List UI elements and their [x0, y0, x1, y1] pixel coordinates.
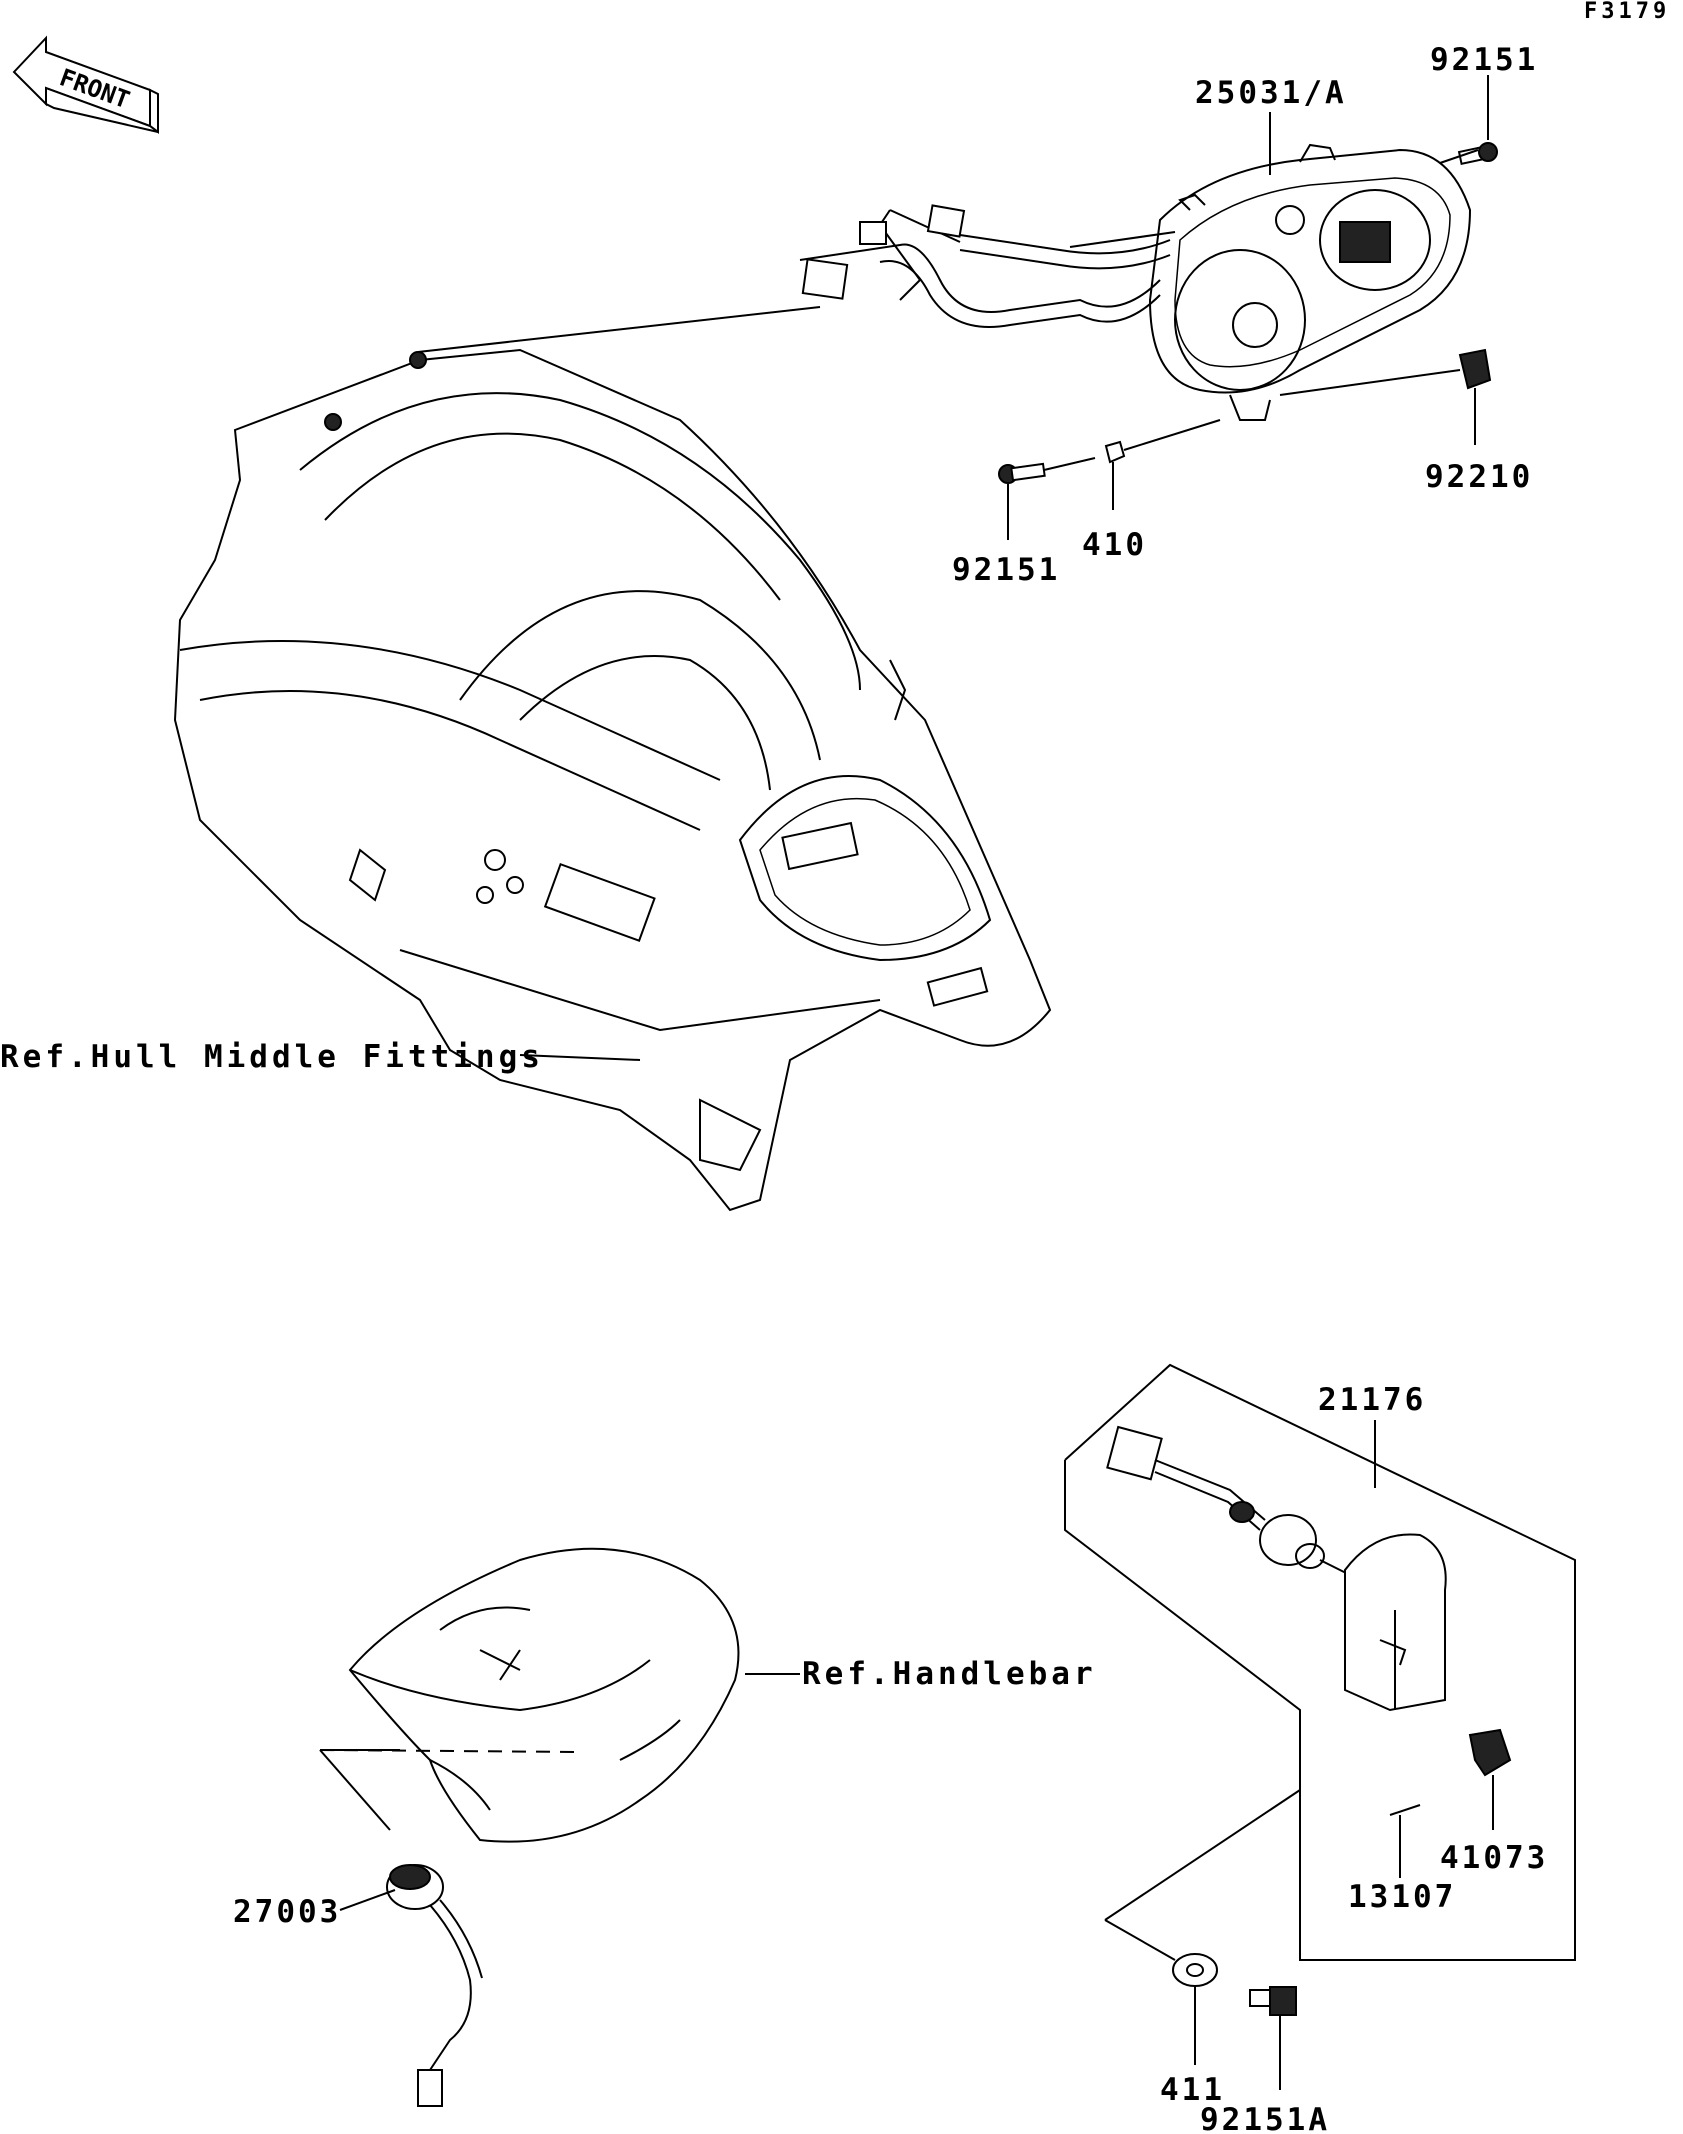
label-92151-top: 92151 — [1430, 42, 1538, 78]
figure-code: F3179 — [1584, 0, 1670, 24]
label-27003: 27003 — [233, 1894, 341, 1930]
label-hull-ref: Ref.Hull Middle Fittings — [0, 1039, 544, 1075]
label-21176: 21176 — [1318, 1382, 1426, 1418]
dashed-ref-line — [319, 1749, 581, 1753]
label-41073: 41073 — [1440, 1840, 1548, 1876]
sensor-assembly: 21176 — [1064, 1363, 1576, 1961]
hull-middle-fitting — [173, 306, 1052, 1212]
label-92151-bottom: 92151 — [952, 552, 1060, 588]
nut-92210: 92210 — [1279, 348, 1533, 495]
clip-41073: 41073 — [1440, 1728, 1548, 1876]
pin-13107: 13107 — [1348, 1804, 1456, 1915]
label-25031A: 25031/A — [1195, 75, 1347, 111]
leader-hull-ref — [519, 1054, 641, 1061]
screw-bottom: 92151 — [952, 457, 1096, 588]
label-13107: 13107 — [1348, 1879, 1456, 1915]
label-92210: 92210 — [1425, 459, 1533, 495]
screw-top: 92151 — [1430, 42, 1538, 165]
buzzer-27003: 27003 — [233, 1749, 483, 2107]
bolt-92151A: 92151A — [1200, 1986, 1330, 2134]
label-92151A: 92151A — [1200, 2102, 1330, 2134]
leader-frame-diag — [1104, 1789, 1301, 1921]
meter-assembly — [799, 143, 1472, 421]
washer-410: 410 — [1082, 419, 1221, 563]
front-arrow-icon: FRONT — [12, 35, 159, 134]
handlebar-cover — [348, 1547, 740, 1843]
washer-411: 411 — [1104, 1919, 1225, 2108]
label-handlebar-ref: Ref.Handlebar — [802, 1656, 1097, 1692]
label-410: 410 — [1082, 527, 1147, 563]
label-411: 411 — [1160, 2072, 1225, 2108]
